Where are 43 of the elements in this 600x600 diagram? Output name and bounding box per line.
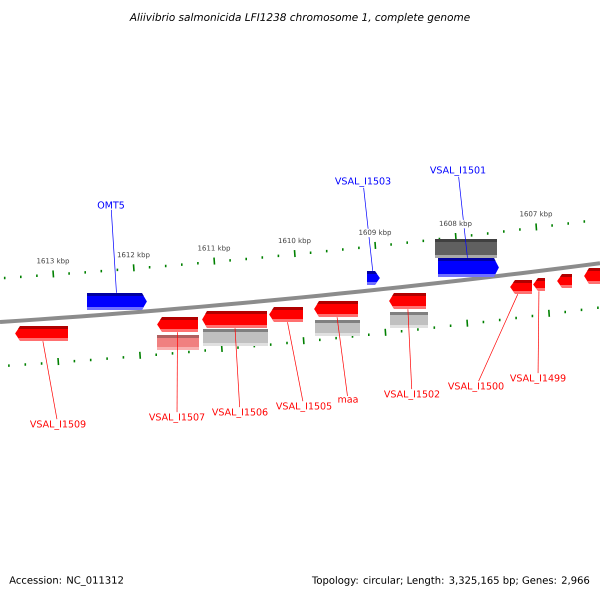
gene-feature [533, 278, 545, 291]
gene-label: VSAL_I1509 [30, 420, 86, 430]
leader-line [234, 328, 240, 408]
gene-label: VSAL_I1502 [384, 390, 440, 400]
gene-feature [557, 274, 572, 288]
leader-line [363, 188, 374, 272]
leader-line [478, 294, 518, 382]
leader-line [110, 209, 117, 294]
gene-feature [510, 280, 532, 294]
feature-bar [203, 329, 268, 346]
gene-label: VSAL_I1501 [430, 166, 486, 176]
title: Aliivibrio salmonicida LFI1238 chromosome 1, complete genome [129, 12, 470, 24]
feature-bar [315, 320, 360, 336]
leader-line [176, 332, 178, 413]
accession-text: Accession: NC_011312 [9, 576, 123, 586]
leader-line [42, 340, 58, 420]
gene-feature [269, 307, 303, 322]
gene-label: VSAL_I1503 [334, 177, 390, 187]
gene-label: maa [338, 397, 358, 403]
gene-feature [314, 301, 358, 317]
gene-label: VSAL_I1499 [510, 374, 566, 384]
feature-bar [390, 312, 428, 328]
leader-line [538, 290, 540, 374]
gene-label: VSAL_I1500 [448, 382, 504, 392]
gene-feature [202, 311, 267, 328]
leader-line [287, 322, 304, 402]
gene-feature [389, 293, 426, 309]
feature-bar [435, 239, 497, 258]
gene-feature [87, 293, 147, 310]
gene-label: VSAL_I1507 [148, 413, 204, 423]
gene-label: OMT5 [98, 201, 124, 209]
gene-feature [438, 258, 499, 277]
gene-feature [15, 326, 68, 341]
gene-feature [157, 317, 198, 332]
gene-label: VSAL_I1505 [276, 402, 332, 412]
leader-line [458, 176, 468, 258]
feature-bar [157, 335, 199, 350]
leader-line [336, 316, 348, 396]
gene-feature [367, 271, 380, 285]
genome-info-text: Topology: circular; Length: 3,325,165 bp; Genes: 2,966 [312, 576, 590, 586]
gene-feature [584, 268, 600, 284]
gene-label: VSAL_I1506 [212, 408, 268, 418]
leader-line [408, 308, 412, 390]
